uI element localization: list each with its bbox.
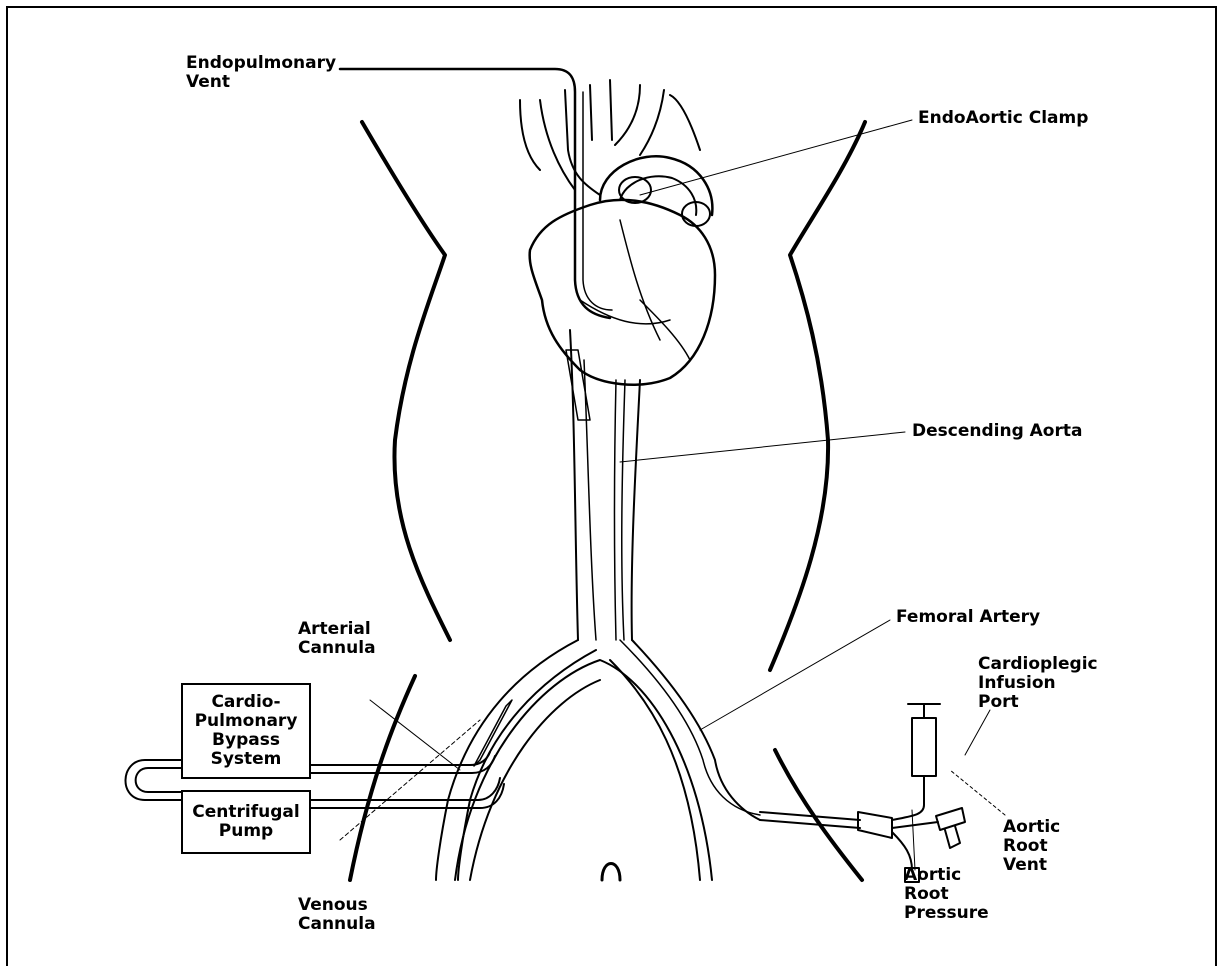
label-endopulmonary-vent-line1: Endopulmonary (186, 54, 336, 73)
pointer-descending (620, 432, 905, 462)
pointer-cardioplegic (965, 710, 990, 755)
label-descending-aorta: Descending Aorta (912, 422, 1082, 441)
label-aortic-root-pressure-line3: Pressure (904, 904, 989, 923)
label-arterial-cannula-line1: Arterial (298, 620, 376, 639)
vessel-3 (610, 80, 612, 140)
cardiopulmonary-bypass-label: Cardio- Pulmonary Bypass System (195, 693, 298, 769)
label-endopulmonary-vent: Endopulmonary Vent (186, 54, 336, 92)
vent-connector (936, 808, 965, 830)
pump-line2: Pump (192, 822, 299, 841)
iliac-right-cath (620, 640, 760, 815)
aortic-arch-inner (620, 176, 696, 215)
label-aortic-root-pressure: Aortic Root Pressure (904, 866, 989, 923)
label-femoral-artery: Femoral Artery (896, 608, 1040, 627)
label-endoaortic-clamp: EndoAortic Clamp (918, 109, 1088, 128)
label-cardioplegic-line2: Infusion (978, 674, 1098, 693)
label-venous-cannula-line1: Venous (298, 896, 376, 915)
torso-left-lower (350, 676, 415, 880)
label-venous-cannula-line2: Cannula (298, 915, 376, 934)
syringe-line (892, 776, 924, 820)
label-cardioplegic-line1: Cardioplegic (978, 655, 1098, 674)
label-arterial-cannula-line2: Cannula (298, 639, 376, 658)
vessel-7 (520, 100, 540, 170)
pointer-venous (340, 720, 480, 840)
tube-loop-outer (125, 760, 182, 800)
label-aortic-root-vent-line2: Root (1003, 837, 1060, 856)
label-venous-cannula: Venous Cannula (298, 896, 376, 934)
pointer-aortic-root-pressure (912, 810, 915, 870)
pointer-femoral (700, 620, 890, 730)
endopulmonary-vent-catheter (340, 69, 610, 318)
heart-groove-c (640, 300, 690, 360)
aorta-inner-line-c (622, 380, 625, 640)
torso-left-outline (362, 122, 450, 640)
label-endopulmonary-vent-line2: Vent (186, 73, 336, 92)
bypass-line4: System (195, 750, 298, 769)
cardiopulmonary-bypass-box: Cardio- Pulmonary Bypass System (181, 683, 311, 779)
syringe-plunger (908, 704, 940, 718)
navel (602, 864, 620, 881)
syringe-body (912, 718, 936, 776)
label-cardioplegic-infusion-port: Cardioplegic Infusion Port (978, 655, 1098, 712)
vessel-5 (640, 90, 664, 155)
label-aortic-root-vent-line1: Aortic (1003, 818, 1060, 837)
label-aortic-root-vent: Aortic Root Vent (1003, 818, 1060, 875)
aorta-inner-line-b (615, 380, 617, 640)
label-aortic-root-pressure-line1: Aortic (904, 866, 989, 885)
centrifugal-pump-box: Centrifugal Pump (181, 790, 311, 854)
vessel-8 (670, 95, 700, 150)
label-arterial-cannula: Arterial Cannula (298, 620, 376, 658)
bypass-line2: Pulmonary (195, 712, 298, 731)
groin-curve (455, 660, 712, 880)
label-aortic-root-vent-line3: Vent (1003, 856, 1060, 875)
tube-loop-inner (136, 768, 182, 792)
endoaortic-balloon (619, 177, 651, 203)
aorta-right-wall (632, 380, 640, 640)
label-cardioplegic-line3: Port (978, 693, 1098, 712)
aorta-inner-line-a (584, 360, 596, 640)
vessel-6 (540, 100, 575, 190)
bypass-line1: Cardio- (195, 693, 298, 712)
centrifugal-pump-label: Centrifugal Pump (192, 803, 299, 841)
vent-cap (945, 826, 960, 848)
inner-groin-curve (470, 680, 600, 880)
bypass-line3: Bypass (195, 731, 298, 750)
vessel-2 (590, 85, 592, 140)
label-aortic-root-pressure-line2: Root (904, 885, 989, 904)
vessel-4 (615, 85, 640, 145)
femoral-catheter (760, 820, 860, 828)
torso-right-outline (770, 122, 865, 670)
pointer-endoaortic (640, 120, 912, 195)
side-port-vent (892, 822, 938, 828)
catheter-hub (858, 812, 892, 838)
pump-line1: Centrifugal (192, 803, 299, 822)
